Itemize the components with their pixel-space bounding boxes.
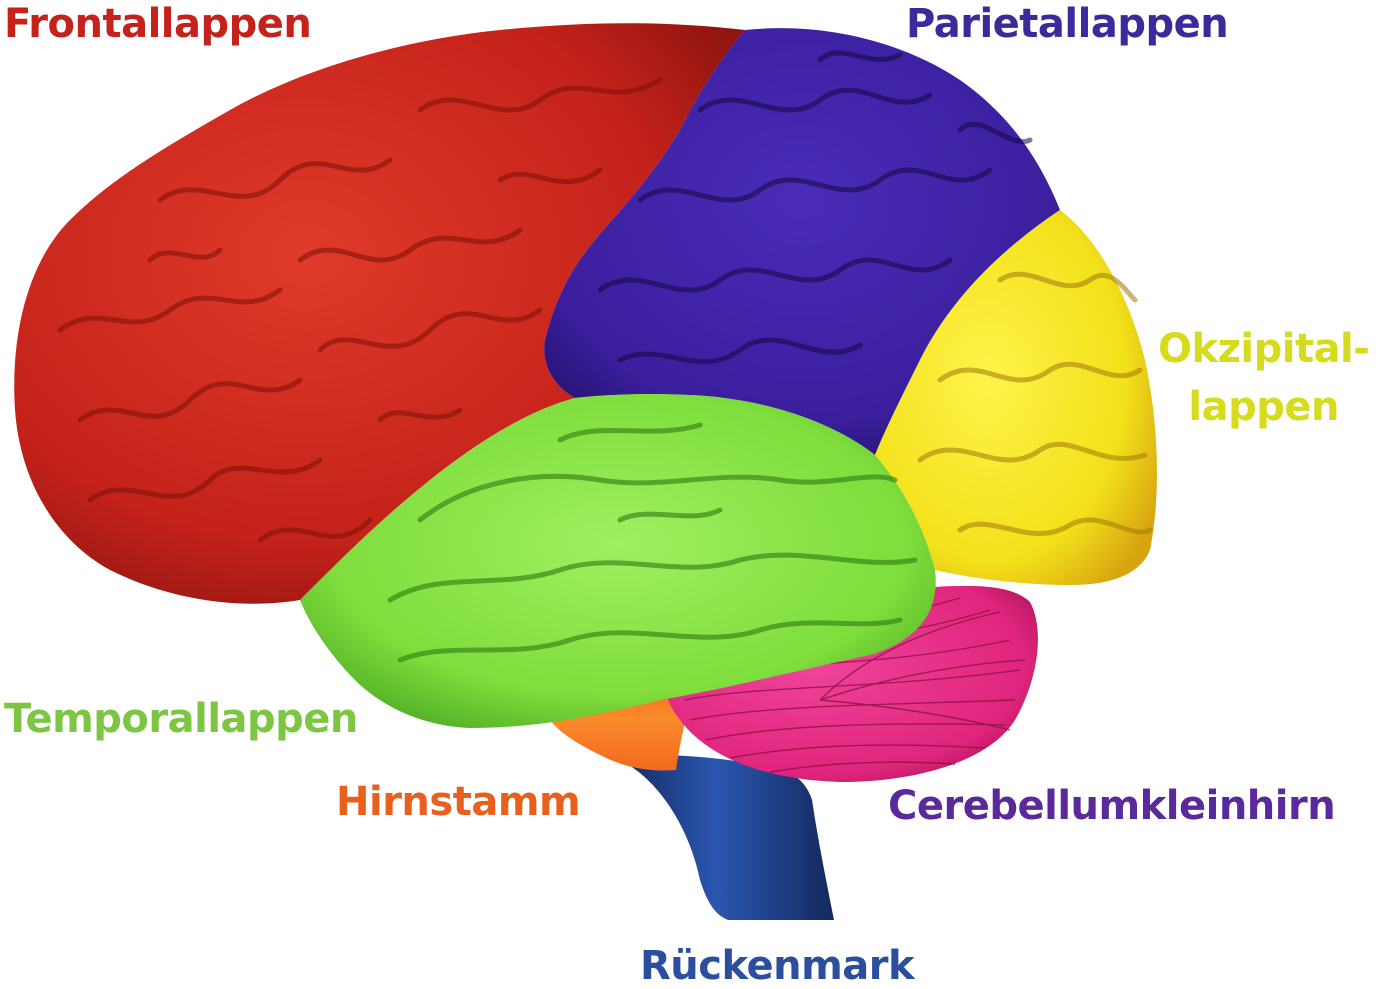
occipital-label-line1: Okzipital- bbox=[1158, 326, 1370, 372]
parietal-lobe-label: Parietallappen bbox=[906, 1, 1229, 47]
frontal-lobe-region bbox=[14, 23, 745, 604]
occipital-gyri bbox=[917, 271, 1153, 537]
temporal-gyri bbox=[387, 422, 918, 663]
spinal-cord-label: Rückenmark bbox=[640, 943, 915, 989]
brainstem-label: Hirnstamm bbox=[336, 779, 581, 825]
parietal-gyri bbox=[597, 50, 1033, 365]
cerebellum-label: Cerebellumkleinhirn bbox=[888, 783, 1336, 829]
parietal-lobe-region bbox=[544, 28, 1060, 456]
frontal-gyri bbox=[57, 77, 663, 543]
occipital-lobe-region bbox=[875, 210, 1157, 585]
temporal-lobe-label: Temporallappen bbox=[4, 696, 358, 742]
frontal-lobe-label: Frontallappen bbox=[4, 1, 312, 47]
spinal-cord-region bbox=[620, 755, 834, 920]
occipital-lobe-label: Okzipital- lappen bbox=[1158, 320, 1370, 436]
occipital-label-line2: lappen bbox=[1188, 384, 1339, 430]
